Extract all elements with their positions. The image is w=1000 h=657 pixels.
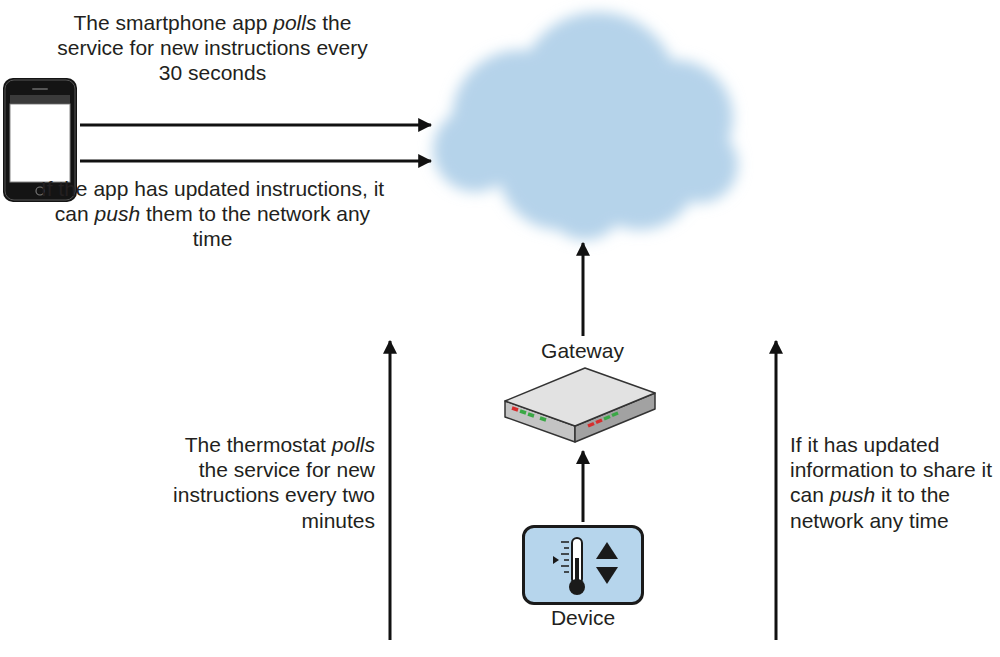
word: 30 (159, 61, 182, 84)
word: can (55, 202, 89, 225)
connector-arrow (582, 451, 585, 522)
word: the (222, 202, 251, 225)
word: two (342, 483, 375, 506)
note-text: The thermostat polls the service for new… (150, 432, 375, 533)
word: instructions, (256, 177, 368, 200)
word: has (134, 177, 168, 200)
word: time (193, 227, 233, 250)
word: to (900, 458, 918, 481)
word: If (41, 177, 53, 200)
word: share (923, 458, 976, 481)
word: updated (864, 433, 940, 456)
arrows (80, 125, 776, 640)
word: the (199, 458, 228, 481)
word: for (130, 36, 155, 59)
word: them (146, 202, 193, 225)
push-arrow (80, 160, 431, 163)
thermostat-icon (525, 528, 641, 602)
word: any (869, 509, 903, 532)
node-label: Device (513, 605, 653, 630)
word: information (790, 458, 894, 481)
note-text: The smartphone app polls the service for… (45, 10, 380, 86)
word: If (790, 433, 802, 456)
note-text: If the app has updated instructions, it … (40, 176, 385, 252)
device-box (522, 525, 644, 605)
word: network (790, 509, 864, 532)
word: for (306, 458, 331, 481)
word: every (285, 483, 336, 506)
word: it (808, 433, 819, 456)
word: service (234, 458, 301, 481)
poll-arrow (389, 341, 392, 640)
word: push (830, 483, 876, 506)
note-text: If it has updated information to share i… (790, 432, 995, 533)
word: The (74, 11, 110, 34)
word: minutes (301, 509, 375, 532)
word: thermostat (227, 433, 326, 456)
word: updated (174, 177, 250, 200)
word: instructions (204, 36, 310, 59)
word: it (881, 483, 892, 506)
word: has (824, 433, 858, 456)
gateway-arrow (582, 243, 585, 336)
word: seconds (188, 61, 266, 84)
word: new (336, 458, 375, 481)
word: it (981, 458, 992, 481)
word: the (58, 177, 87, 200)
word: polls (332, 433, 375, 456)
word: every (316, 36, 367, 59)
word: time (909, 509, 949, 532)
word: new (160, 36, 199, 59)
word: the (322, 11, 351, 34)
word: polls (273, 11, 316, 34)
word: it (374, 177, 385, 200)
word: the (921, 483, 950, 506)
word: push (95, 202, 141, 225)
word: instructions (173, 483, 279, 506)
node-label: Gateway (500, 338, 665, 363)
poll-arrow (80, 124, 431, 127)
gateway-node: Gateway (500, 338, 665, 448)
word: The (185, 433, 221, 456)
word: app (93, 177, 128, 200)
word: network (257, 202, 331, 225)
word: app (232, 11, 267, 34)
word: service (57, 36, 124, 59)
word: can (790, 483, 824, 506)
cloud (433, 12, 738, 240)
word: any (336, 202, 370, 225)
router-illustration (500, 363, 665, 448)
device-node: Device (513, 525, 653, 630)
word: to (198, 202, 216, 225)
push-arrow (775, 341, 778, 640)
word: to (897, 483, 915, 506)
word: smartphone (116, 11, 227, 34)
